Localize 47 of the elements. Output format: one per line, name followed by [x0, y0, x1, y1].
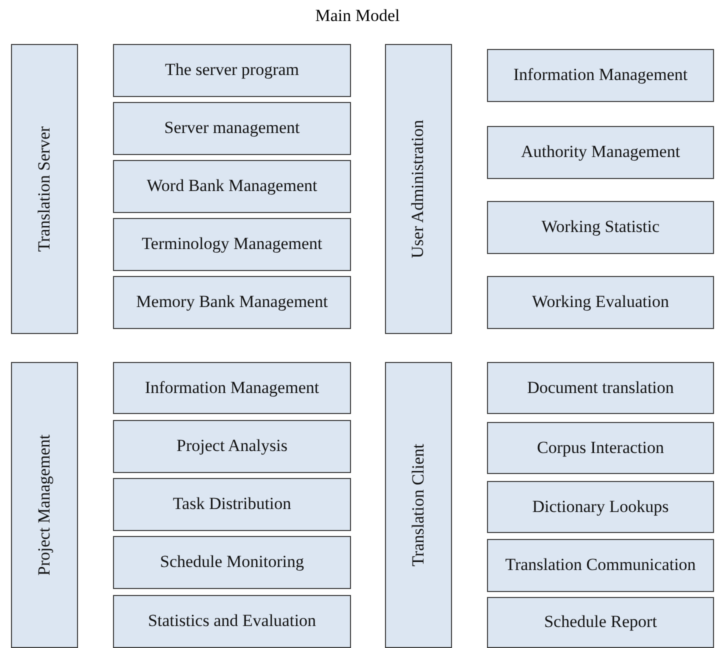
module-label: Working Evaluation: [532, 291, 669, 314]
category-box: [385, 362, 452, 648]
module-label: Working Statistic: [541, 216, 660, 238]
category-box: [11, 362, 78, 648]
module-box: [113, 44, 351, 97]
module-box: [113, 595, 351, 648]
module-label: Schedule Monitoring: [160, 551, 304, 574]
module-box: [113, 276, 351, 329]
module-label: Information Management: [144, 376, 320, 399]
module-box: [487, 362, 714, 414]
module-label: Statistics and Evaluation: [148, 610, 316, 632]
module-box: [487, 597, 714, 648]
module-label: Document translation: [527, 376, 674, 399]
module-label: User Administration: [407, 120, 428, 258]
module-label: Corpus Interaction: [537, 436, 664, 459]
module-box: [487, 201, 714, 254]
module-box: [487, 422, 714, 474]
module-box: [113, 420, 351, 473]
module-label: The server program: [164, 59, 300, 82]
module-label: Authority Management: [520, 141, 680, 164]
module-box: [113, 218, 351, 271]
module-label: Translation Communication: [505, 554, 696, 576]
module-label: Project Management: [33, 434, 54, 576]
category-box: [11, 44, 78, 334]
module-label: Memory Bank Management: [136, 291, 328, 314]
module-label: Translation Client: [407, 444, 428, 566]
category-box: [385, 44, 452, 334]
module-label: Translation Server: [33, 126, 54, 252]
module-label: Dictionary Lookups: [532, 496, 669, 518]
module-label: Word Bank Management: [146, 175, 318, 198]
module-label: Information Management: [513, 64, 688, 86]
module-box: [113, 102, 351, 155]
module-label: Server management: [164, 117, 300, 140]
module-box: [113, 160, 351, 213]
module-box: [113, 478, 351, 531]
module-box: [487, 126, 714, 179]
module-label: Schedule Report: [544, 611, 657, 634]
module-label: Task Distribution: [172, 493, 292, 516]
module-box: [487, 539, 714, 592]
module-box: [487, 276, 714, 329]
module-box: [113, 362, 351, 414]
module-box: [487, 49, 714, 102]
module-label: Project Analysis: [176, 435, 288, 458]
diagram-title: Main Model: [315, 6, 400, 26]
module-box: [113, 536, 351, 589]
module-box: [487, 481, 714, 533]
module-label: Terminology Management: [142, 233, 322, 256]
